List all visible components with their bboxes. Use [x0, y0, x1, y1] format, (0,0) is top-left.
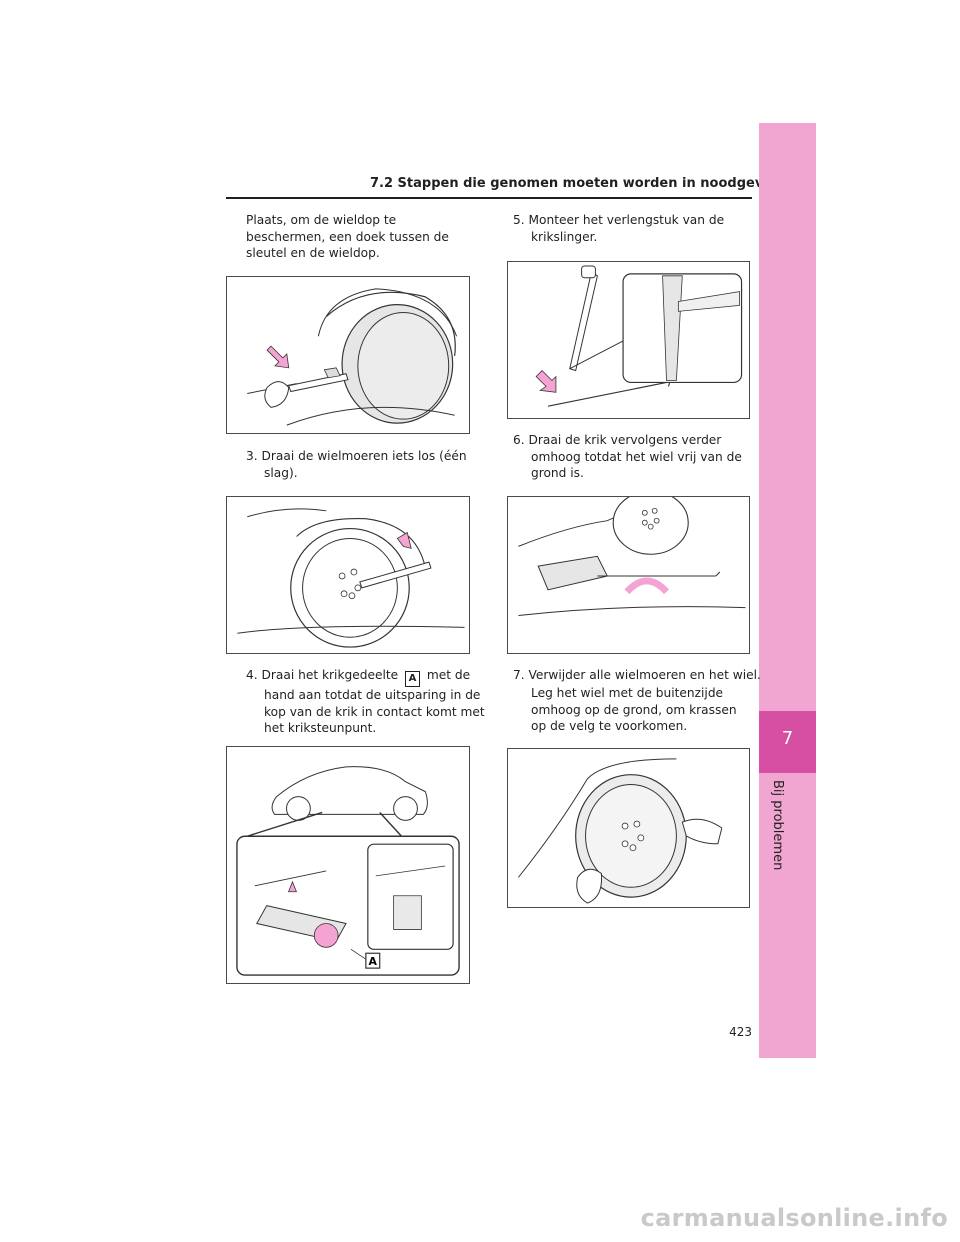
step-5: 5. Monteer het verlengstuk van de kriksl… — [513, 212, 771, 245]
step-7-note: Leg het wiel met de buitenzijde omhoog o… — [531, 686, 737, 733]
section-header: 7.2 Stappen die genomen moeten worden in… — [370, 176, 800, 191]
step-4-text-after: met de hand aan totdat de uitsparing in … — [264, 668, 485, 735]
figure-crank-extension — [507, 261, 750, 419]
step-7-number: 7. — [513, 668, 525, 682]
part-a-badge: A — [405, 671, 421, 687]
figure-label-a: A — [369, 955, 378, 968]
crank-extension-illustration — [535, 265, 743, 407]
figure-remove-wheel — [507, 748, 750, 908]
figure-wheel-cap-cloth — [226, 276, 470, 434]
figure-loosen-nuts — [226, 496, 470, 654]
step-3-number: 3. — [246, 449, 258, 463]
step-5-text: Monteer het verlengstuk van de kriksling… — [528, 213, 725, 244]
step-3: 3. Draai de wielmoeren iets los (één sla… — [246, 448, 488, 481]
step-4: 4. Draai het krikgedeelte A met de hand … — [246, 667, 488, 737]
chapter-side-tab — [759, 123, 816, 1058]
remove-wheel-illustration — [518, 758, 723, 904]
step-6-text: Draai de krik vervolgens verder omhoog t… — [528, 433, 742, 480]
step-3-text: Draai de wielmoeren iets los (één slag). — [261, 449, 467, 480]
step-4-text-before: Draai het krikgedeelte — [261, 668, 399, 682]
chapter-label: Bij problemen — [770, 780, 785, 871]
figure-jack-position: A — [226, 746, 470, 984]
step-6-number: 6. — [513, 433, 525, 447]
figure-raise-jack — [507, 496, 750, 654]
step-5-number: 5. — [513, 213, 525, 227]
step-6: 6. Draai de krik vervolgens verder omhoo… — [513, 432, 771, 482]
watermark: carmanualsonline.info — [640, 1204, 948, 1232]
intro-text: Plaats, om de wieldop te beschermen, een… — [246, 213, 449, 260]
jack-position-illustration: A — [236, 766, 460, 976]
page-number: 423 — [729, 1025, 752, 1039]
raise-jack-illustration — [518, 497, 746, 616]
loosen-nuts-illustration — [237, 508, 465, 648]
step-7: 7. Verwijder alle wielmoeren en het wiel… — [513, 667, 771, 684]
step-4-number: 4. — [246, 668, 258, 682]
chapter-number-tab — [759, 711, 816, 773]
step-7-text: Verwijder alle wielmoeren en het wiel. — [528, 668, 761, 682]
header-rule — [226, 197, 752, 199]
chapter-number: 7 — [781, 728, 794, 749]
wheel-cap-illustration — [247, 288, 458, 426]
